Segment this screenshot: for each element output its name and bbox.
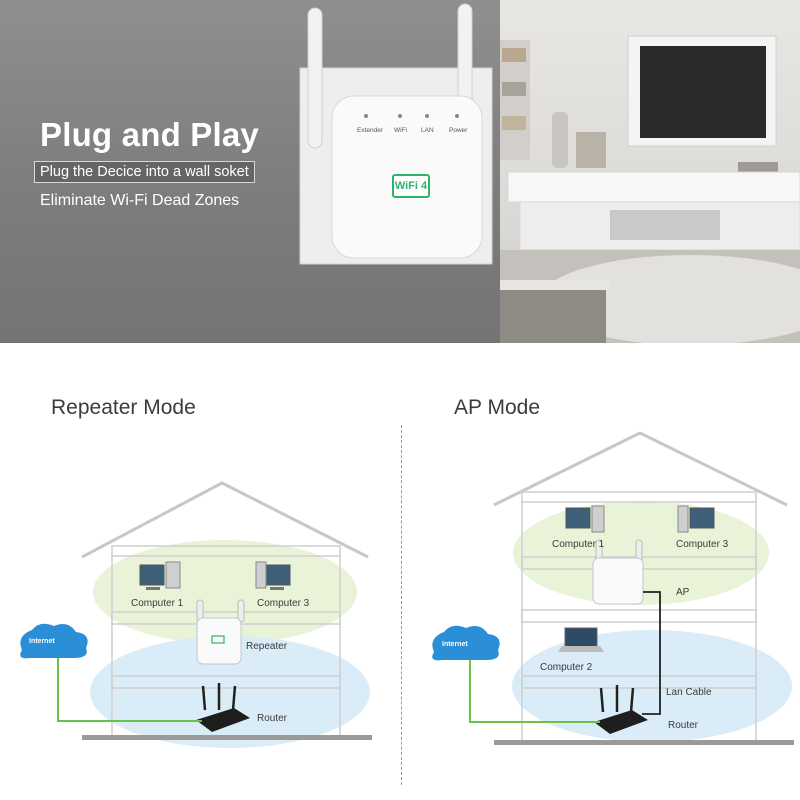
living-room-illustration [500,35,800,343]
living-room-background [500,0,800,343]
subtitle: Eliminate Wi-Fi Dead Zones [40,192,240,209]
label-internet: Internet [29,638,55,645]
floor-slab [521,609,757,623]
computer-monitor-icon [565,507,591,529]
led-dot [455,114,459,118]
label-internet: Internet [442,641,468,648]
router-antenna-icon [201,685,207,711]
roof [493,431,788,507]
label-router: Router [668,720,699,731]
hero-banner: Extender WiFi LAN Power WiFi 4 Plug and … [0,0,800,343]
label-computer-2: Computer 2 [540,662,593,673]
ground [82,735,372,740]
led-label-extender: Extender [357,127,384,134]
laptop-base-icon [558,646,604,652]
vase [552,112,568,168]
led-dot [364,114,368,118]
subtitle-boxed: Plug the Decice into a wall soket [34,161,255,183]
ap-house [432,431,794,745]
decor-box [576,132,606,168]
router-icon [196,708,250,732]
led-dot [398,114,402,118]
computer-tower-icon [677,505,689,533]
tv-cabinet [507,171,800,203]
keyboard-icon [270,587,284,590]
roof [81,481,369,559]
label-lan-cable: Lan Cable [666,687,712,698]
computer-monitor-icon [265,564,291,586]
computer-monitor-icon [689,507,715,529]
tv-screen-icon [640,46,766,138]
led-label-power: Power [449,127,468,134]
led-label-lan: LAN [421,127,434,134]
label-computer-3: Computer 3 [676,539,729,550]
repeater-device-icon [196,617,242,665]
computer-tower-icon [591,505,605,533]
computer-tower-icon [255,561,267,589]
lan-cable [642,591,661,715]
antenna-icon [237,599,245,623]
ap-device-icon [592,557,644,605]
network-diagrams [20,431,794,748]
shelf-books [502,116,526,130]
floor-slab [521,491,757,503]
label-ap: AP [676,587,690,598]
computer-tower-icon [165,561,181,589]
wifi-badge-icon [211,635,225,644]
laptop-screen-icon [564,627,598,649]
router-antenna-icon [599,687,605,713]
repeater-house [20,481,372,748]
internet-cloud-icon [20,623,88,659]
led-dot [425,114,429,118]
computer-monitor-icon [139,564,165,586]
lower-coverage-zone [512,630,792,742]
shelf-books [502,82,526,96]
coffee-table-top [500,280,610,290]
repeater-mode-title: Repeater Mode [51,396,196,419]
internet-cable [469,660,600,723]
section-divider [401,425,402,785]
led-label-wifi: WiFi [394,127,407,134]
label-repeater: Repeater [246,641,288,652]
cabinet-shelf [610,210,720,240]
coffee-table [500,286,606,343]
ap-mode-title: AP Mode [454,396,540,419]
label-computer-3: Computer 3 [257,598,310,609]
router-antenna-icon [231,685,237,711]
internet-cloud-icon [432,625,500,661]
label-router: Router [257,713,288,724]
router-antenna-icon [629,687,635,713]
antenna-left-icon [307,7,323,149]
keyboard-icon [146,587,160,590]
label-computer-1: Computer 1 [552,539,605,550]
label-computer-1: Computer 1 [131,598,184,609]
headline: Plug and Play [40,116,259,153]
internet-cable [57,658,202,722]
extender-device-photo [299,3,493,265]
floor-slab [111,545,341,557]
router-icon [594,710,648,734]
shelf-books [502,48,526,62]
ground [494,740,794,745]
wifi4-badge: WiFi 4 [392,174,430,198]
